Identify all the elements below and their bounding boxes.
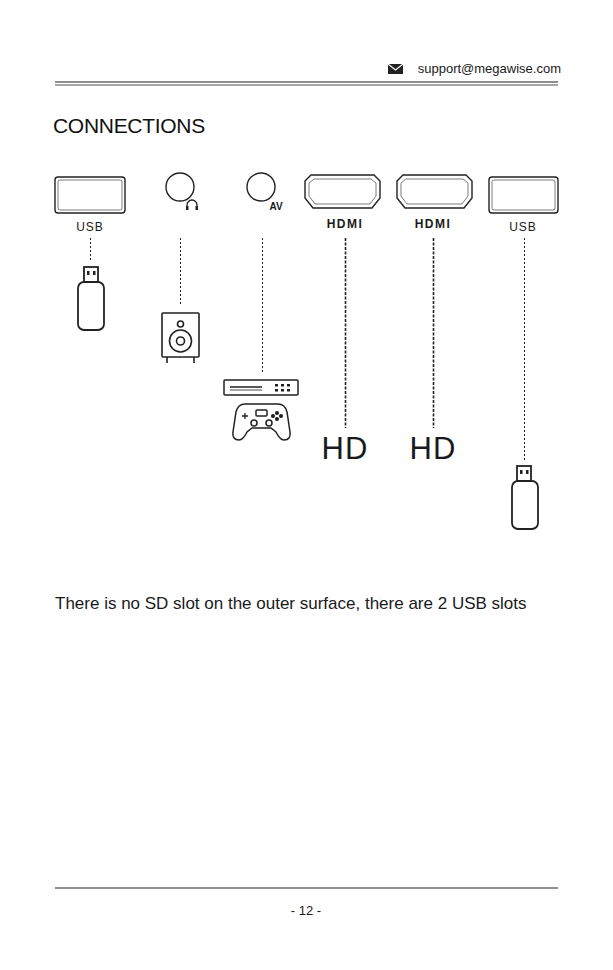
note-text: There is no SD slot on the outer surface… — [55, 594, 527, 614]
headphone-jack — [166, 173, 198, 210]
port-label: AV — [269, 201, 282, 213]
port-label: USB — [76, 221, 104, 235]
leader-line — [91, 238, 525, 461]
page-title: CONNECTIONS — [53, 114, 205, 138]
usb-stick — [512, 466, 538, 529]
gamepad — [233, 404, 290, 440]
page-number: - 12 - — [291, 904, 321, 919]
hd-label: HD — [322, 431, 369, 467]
av-jack — [247, 173, 275, 201]
hd-label: HD — [410, 431, 457, 467]
usb-stick — [78, 267, 104, 330]
envelope-icon — [388, 64, 403, 74]
footer-rule — [55, 888, 558, 889]
dvd-player — [224, 380, 298, 395]
port-label: HDMI — [327, 218, 364, 232]
speaker — [162, 313, 199, 363]
usb-port — [489, 177, 558, 213]
port-label: USB — [509, 221, 537, 235]
header-rule — [55, 81, 558, 82]
port-label: HDMI — [415, 218, 452, 232]
header-rule — [55, 85, 558, 86]
hdmi-port — [397, 175, 472, 208]
hdmi-port — [305, 175, 380, 208]
leader-line — [346, 238, 434, 428]
support-email: support@megawise.com — [418, 62, 561, 77]
usb-port — [55, 177, 125, 213]
